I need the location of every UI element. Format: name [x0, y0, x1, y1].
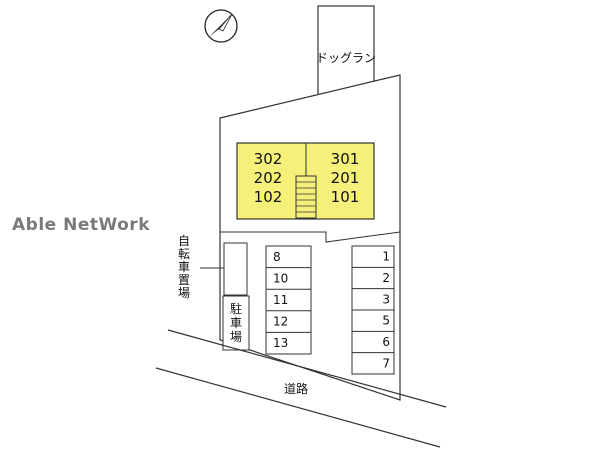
parking-stall-number: 3 [382, 292, 390, 306]
parking-stall-number: 5 [382, 314, 390, 328]
lot-line [220, 231, 401, 243]
bicycle-parking-char: 自 [178, 234, 190, 248]
parking-char: 場 [230, 330, 242, 344]
parking-stall-number: 13 [273, 336, 288, 350]
unit-number: 301 [331, 150, 360, 168]
unit-number: 302 [254, 150, 283, 168]
parking-sign-box [222, 295, 250, 351]
dog-run-label: ドッグラン [316, 51, 376, 65]
parking-char: 駐 [230, 301, 242, 316]
bicycle-parking-char: 車 [178, 260, 190, 274]
parking-block-left [265, 245, 312, 355]
parking-char: 車 [230, 316, 242, 330]
road [155, 329, 447, 448]
parking-stall-number: 10 [273, 271, 288, 285]
north-arrow-icon [204, 9, 238, 43]
parking-stall-number: 1 [382, 250, 390, 264]
parking-stall-number: 6 [382, 335, 390, 349]
watermark-text: Able NetWork [12, 215, 150, 235]
parking-label: 駐車場 [230, 301, 242, 344]
parking-stall-number: 11 [273, 293, 288, 307]
unit-number: 101 [331, 188, 360, 206]
parking-stall-number: 2 [382, 271, 390, 285]
parking-stall-number: 8 [273, 250, 281, 264]
unit-number: 202 [254, 169, 283, 187]
road-label: 道路 [284, 381, 308, 396]
staircase [295, 175, 317, 219]
bicycle-parking-area [223, 242, 248, 296]
bicycle-parking-char: 置 [178, 273, 190, 287]
bicycle-parking-char: 転 [178, 247, 190, 261]
unit-number: 102 [254, 188, 283, 206]
parking-stall-number: 7 [382, 356, 390, 370]
unit-number: 201 [331, 169, 360, 187]
parking-stall-number: 12 [273, 315, 288, 329]
bicycle-parking-char: 場 [178, 286, 190, 300]
